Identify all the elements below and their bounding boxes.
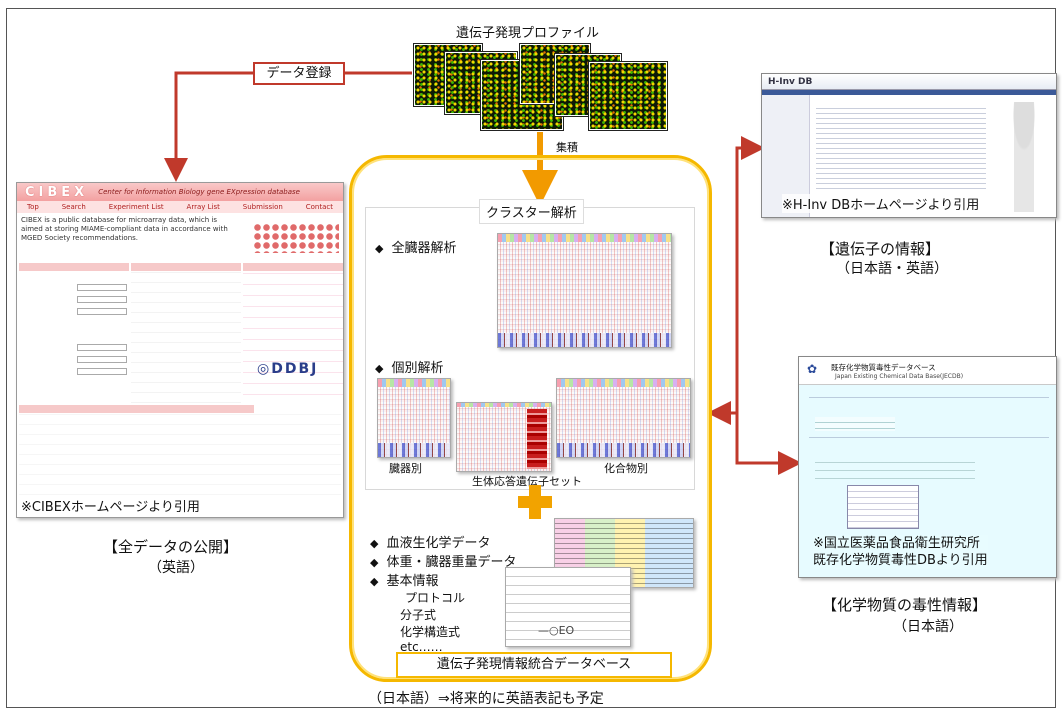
ddbj-logo: ◎DDBJ (257, 361, 319, 377)
gene-info-arrow (712, 136, 765, 415)
weight-data-label: 体重・臓器重量データ (370, 551, 516, 570)
cibex-dots-logo (253, 223, 339, 253)
cibex-search-column (19, 263, 129, 403)
integrated-db-label: 遺伝子発現情報統合データベース (396, 652, 672, 678)
cibex-nav-item: Top (27, 203, 39, 211)
by-organ-label: 臓器別 (389, 462, 422, 475)
chem-caption: ※国立医薬品食品衛生研究所 既存化学物質毒性DBより引用 (813, 535, 988, 569)
basic-info-sheet: —○EO (505, 567, 631, 647)
gene-info-caption-1: 【遺伝子の情報】 (820, 240, 941, 258)
cibex-link-column (243, 263, 343, 403)
basic-item: 化学構造式 (400, 625, 461, 639)
cibex-tagline: Center for Information Biology gene EXpr… (98, 188, 300, 196)
hinv-logo: H-Inv DB (768, 76, 813, 87)
whole-organ-label: 全臓器解析 (375, 237, 456, 256)
integrated-db-frame (349, 155, 712, 682)
chem-header: ✿ 既存化学物質毒性データベース Japan Existing Chemical… (799, 357, 1056, 385)
cibex-nav-item: Contact (305, 203, 333, 211)
bio-response-label: 生体応答遺伝子セット (472, 475, 582, 488)
basic-item: etc…… (400, 640, 443, 654)
whole-organ-heatmap (497, 233, 672, 348)
cluster-analysis-label: クラスター解析 (479, 199, 584, 224)
structure-icon: —○EO (538, 624, 575, 637)
chem-info-caption-2: （日本語） (893, 619, 963, 635)
cibex-browse-column (131, 263, 241, 403)
cibex-nav-item: Experiment List (108, 203, 164, 211)
cibex-nav-item: Array List (186, 203, 220, 211)
microarray-image (589, 62, 667, 130)
basic-item: プロトコル (405, 591, 466, 605)
cibex-nav: Top Search Experiment List Array List Su… (17, 201, 343, 213)
chem-listbox (847, 485, 919, 529)
human-figure-icon (994, 102, 1054, 212)
hinv-caption: ※H-Inv DBホームページより引用 (782, 194, 980, 213)
left-caption-1: 【全データの公開】 (103, 538, 239, 556)
hinv-content (816, 104, 986, 189)
basic-item: 分子式 (400, 608, 437, 622)
chem-db-screenshot: ✿ 既存化学物質毒性データベース Japan Existing Chemical… (798, 356, 1057, 578)
bottom-note: （日本語）⇒将来的に英語表記も予定 (368, 691, 604, 707)
by-compound-label: 化合物別 (604, 462, 648, 475)
gene-info-caption-2: （日本語・英語） (836, 261, 948, 277)
nihs-logo-icon: ✿ (807, 362, 818, 376)
cibex-screenshot: CIBEX Center for Information Biology gen… (16, 182, 344, 518)
bio-response-heatmap (456, 402, 552, 472)
organ-heatmap (377, 378, 451, 458)
chem-caption-1: ※国立医薬品食品衛生研究所 (813, 536, 980, 551)
data-registration-label: データ登録 (253, 62, 345, 85)
cibex-logo: CIBEX (25, 184, 89, 200)
hinv-screenshot: H-Inv DB ※H-Inv DBホームページより引用 (761, 73, 1057, 218)
individual-analysis-label: 個別解析 (375, 357, 443, 376)
cibex-nav-item: Search (61, 203, 86, 211)
cibex-caption: ※CIBEXホームページより引用 (17, 499, 343, 517)
chem-info-arrow (735, 413, 802, 475)
chem-title: 既存化学物質毒性データベース (831, 363, 936, 372)
gene-profile-title: 遺伝子発現プロファイル (456, 26, 600, 41)
compound-heatmap (556, 378, 691, 458)
accumulation-label: 集積 (556, 141, 578, 154)
plus-icon (529, 485, 541, 519)
cibex-news (19, 405, 341, 500)
cibex-intro: CIBEX is a public database for microarra… (21, 216, 228, 242)
left-caption-2: （英語） (148, 560, 204, 576)
chem-caption-2: 既存化学物質毒性DBより引用 (813, 553, 988, 568)
chem-info-caption-1: 【化学物質の毒性情報】 (822, 596, 988, 614)
basic-info-label: 基本情報 (370, 570, 438, 589)
cibex-header: CIBEX Center for Information Biology gen… (17, 183, 343, 201)
cibex-nav-item: Submission (242, 203, 283, 211)
chem-subtitle: Japan Existing Chemical Data Base(JECDB) (835, 373, 964, 380)
hinv-header: H-Inv DB (762, 74, 1056, 90)
blood-data-label: 血液生化学データ (370, 532, 490, 551)
